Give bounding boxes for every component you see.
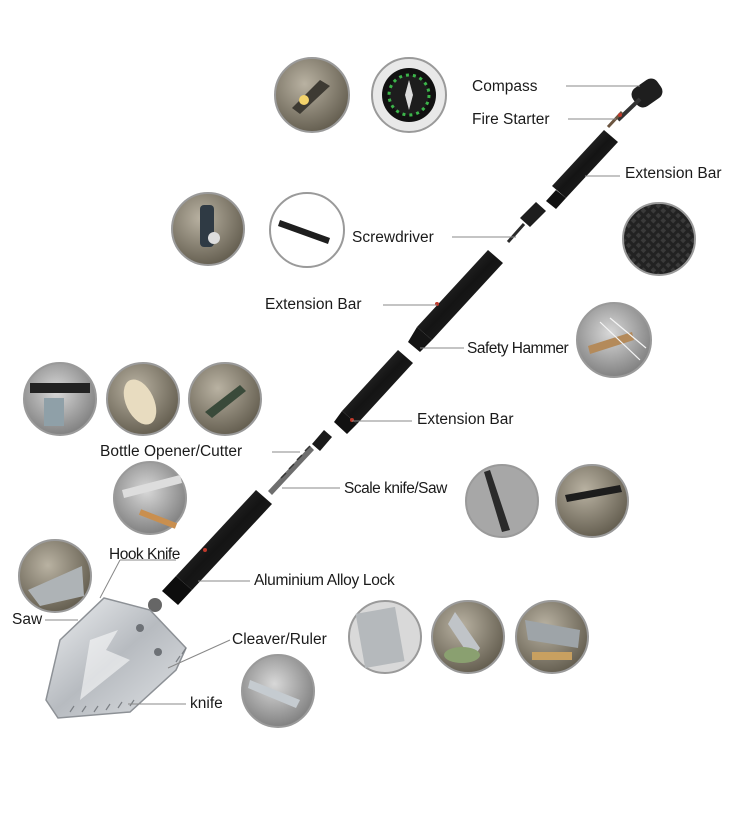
label-bottle-opener-cutter: Bottle Opener/Cutter: [100, 443, 243, 460]
label-knife: knife: [190, 695, 223, 712]
photo-fire-starter-use: [274, 57, 350, 133]
label-cleaver-ruler: Cleaver/Ruler: [232, 631, 327, 648]
leader-cleaver: [167, 639, 231, 669]
photo-hammer-glass: [576, 302, 652, 378]
part-scale-knife-saw: [268, 430, 332, 495]
photo-hook-knife: [18, 539, 92, 613]
photo-saw-branch: [555, 464, 629, 538]
photo-opener-bottle: [23, 362, 97, 436]
label-extension-bar-top: Extension Bar: [625, 165, 722, 182]
leader-lines: [45, 85, 640, 705]
part-handle-bar: [176, 490, 272, 590]
part-extension-bar-top: [546, 130, 618, 209]
photo-digging: [431, 600, 505, 674]
part-alloy-lock: [148, 576, 192, 612]
label-safety-hammer: Safety Hammer: [467, 340, 569, 357]
part-extension-bar-mid: [408, 250, 503, 352]
photo-cutter-grass: [188, 362, 262, 436]
label-scale-knife-saw: Scale knife/Saw: [344, 480, 447, 497]
photo-knurl-closeup: [622, 202, 696, 276]
photo-blade-closeup: [348, 600, 422, 674]
photo-cleaver-wood: [515, 600, 589, 674]
label-saw: Saw: [12, 611, 43, 628]
photo-cutter-wood: [106, 362, 180, 436]
label-compass: Compass: [472, 78, 538, 95]
photo-saw-wood: [113, 461, 187, 535]
photo-ruler-bolts: [241, 654, 315, 728]
photo-knife-texture: [465, 464, 539, 538]
label-fire-starter: Fire Starter: [472, 111, 550, 128]
part-compass-cap: [616, 78, 663, 122]
label-hook-knife: Hook Knife: [109, 546, 180, 563]
label-aluminium-alloy-lock: Aluminium Alloy Lock: [254, 572, 395, 589]
part-shovel-blade: [45, 597, 187, 719]
label-screwdriver: Screwdriver: [352, 229, 434, 246]
label-extension-bar-low: Extension Bar: [417, 411, 514, 428]
leader-hook-knife: [99, 559, 176, 599]
photo-compass: [371, 57, 447, 133]
photo-bottle-screw: [171, 192, 245, 266]
label-extension-bar-mid: Extension Bar: [265, 296, 362, 313]
part-screwdriver-connector: [506, 202, 546, 243]
photo-screwdriver-bit: [269, 192, 345, 268]
